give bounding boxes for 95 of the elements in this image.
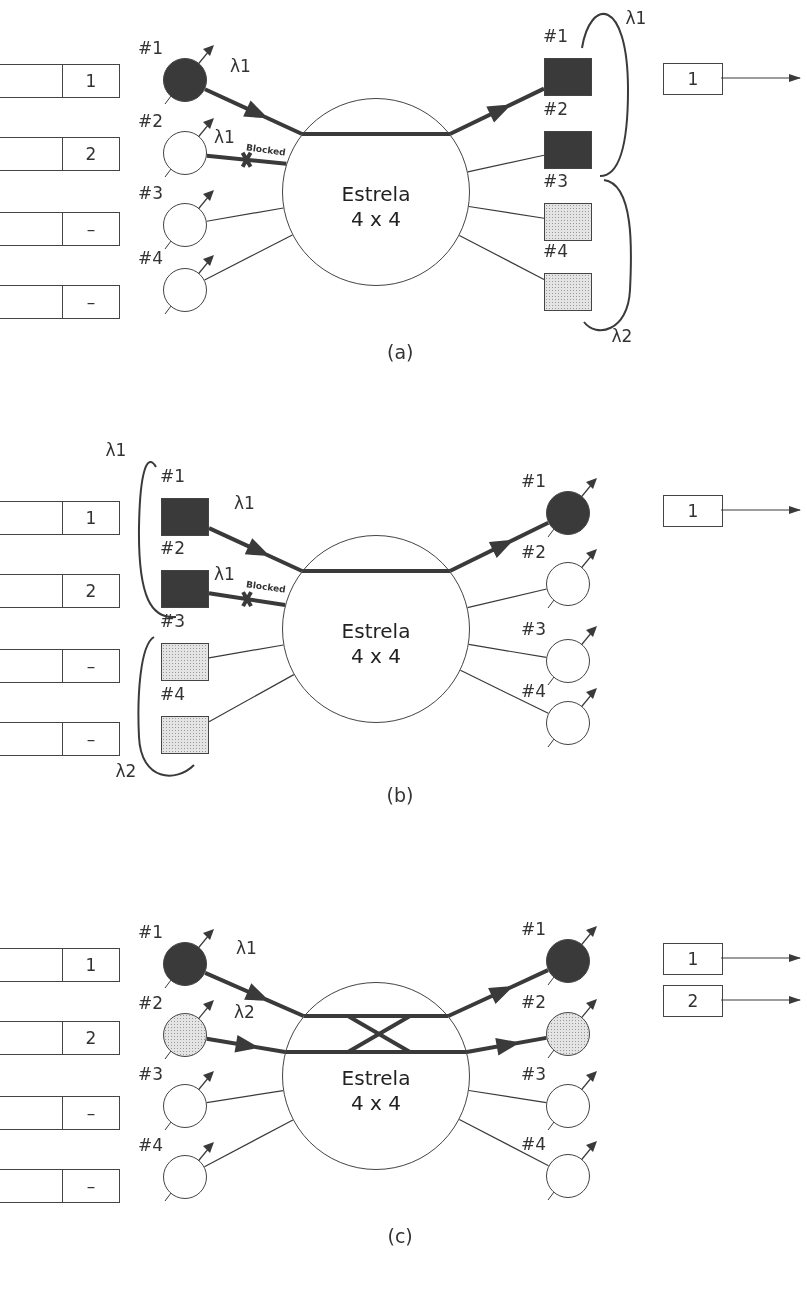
queue-label: 1 <box>84 70 98 93</box>
panel-caption: (c) <box>387 1226 413 1246</box>
queue-buffer <box>0 137 120 171</box>
node-label: #3 <box>160 611 186 631</box>
output-arrow <box>720 954 801 962</box>
edge-label: λ2 <box>234 1002 255 1022</box>
fiber-link <box>203 87 305 136</box>
queue-label: 2 <box>84 143 98 166</box>
queue-buffer <box>0 64 120 98</box>
blocked-label: Blocked <box>245 142 287 158</box>
output-arrow <box>720 506 801 514</box>
node-label: #4 <box>521 1134 547 1154</box>
queue-buffer <box>0 501 120 535</box>
queue-label: – <box>85 218 97 241</box>
node-label: #1 <box>138 38 164 58</box>
panel-caption: (b) <box>386 785 414 805</box>
output-packet: 1 <box>663 63 723 95</box>
wavelength-label: λ2 <box>611 326 633 346</box>
node-label: #4 <box>138 1135 164 1155</box>
queue-label: – <box>85 1102 97 1125</box>
node-label: #2 <box>160 538 186 558</box>
node-label: #2 <box>138 111 164 131</box>
node-label: #4 <box>543 241 569 261</box>
edge-label: λ1 <box>234 493 255 513</box>
node-label: #3 <box>138 1064 164 1084</box>
fiber-link <box>206 207 284 222</box>
fiber-link <box>204 1036 288 1054</box>
fiber-link <box>459 669 549 714</box>
queue-label: 1 <box>84 507 98 530</box>
panel-caption: (a) <box>387 342 414 362</box>
edge-label: λ1 <box>236 938 257 958</box>
output-packet: 2 <box>663 985 723 1017</box>
queue-buffer <box>0 574 120 608</box>
blocked-label: Blocked <box>245 579 287 595</box>
fiber-link <box>203 970 306 1018</box>
fiber-link <box>207 590 288 609</box>
node-label: #3 <box>521 1064 547 1084</box>
fiber-link <box>208 674 295 723</box>
output-packet: 1 <box>663 943 723 975</box>
wavelength-label: λ1 <box>625 8 647 28</box>
output-arrow <box>720 74 801 82</box>
queue-label: – <box>85 655 97 678</box>
queue-label: 2 <box>84 1027 98 1050</box>
wavelength-label: λ2 <box>115 761 137 781</box>
node-label: #4 <box>160 684 186 704</box>
fiber-link <box>300 86 546 136</box>
coupler-label: Estrela 4 x 4 <box>340 1066 412 1116</box>
fiber-link <box>468 643 547 658</box>
fiber-link <box>466 588 548 609</box>
fiber-link <box>203 1119 294 1168</box>
fiber-link <box>207 526 305 573</box>
output-arrow <box>720 996 801 1004</box>
wavelength-label: λ1 <box>105 440 127 460</box>
node-label: #1 <box>160 466 186 486</box>
fiber-link <box>206 1090 284 1104</box>
node-label: #1 <box>138 922 164 942</box>
queue-label: – <box>85 728 97 751</box>
coupler-label: Estrela 4 x 4 <box>340 182 412 232</box>
node-label: #3 <box>138 183 164 203</box>
node-label: #2 <box>138 993 164 1013</box>
edge-label: λ1 <box>230 56 251 76</box>
queue-label: 1 <box>84 954 98 977</box>
node-label: #4 <box>138 248 164 268</box>
fiber-link <box>458 1118 550 1167</box>
queue-label: – <box>85 1175 97 1198</box>
node-label: #1 <box>521 919 547 939</box>
node-label: #2 <box>543 99 569 119</box>
node-label: #1 <box>543 26 569 46</box>
queue-buffer <box>0 1096 120 1130</box>
fiber-link <box>468 1089 547 1104</box>
node-label: #2 <box>521 992 547 1012</box>
node-label: #2 <box>521 542 547 562</box>
fiber-link <box>208 644 284 659</box>
queue-buffer <box>0 722 120 756</box>
coupler-label: Estrela 4 x 4 <box>340 619 412 669</box>
queue-buffer <box>0 1169 120 1203</box>
queue-label: 2 <box>84 580 98 603</box>
queue-buffer <box>0 649 120 683</box>
queue-buffer <box>0 1021 120 1055</box>
edge-label: λ1 <box>214 127 235 147</box>
fiber-link <box>467 154 545 173</box>
node-label: #1 <box>521 471 547 491</box>
queue-buffer <box>0 948 120 982</box>
fiber-link <box>203 234 293 281</box>
output-packet: 1 <box>663 495 723 527</box>
fiber-link <box>300 520 551 573</box>
fiber-link <box>458 234 545 281</box>
node-label: #4 <box>521 681 547 701</box>
fiber-link <box>468 205 545 219</box>
node-label: #3 <box>543 171 569 191</box>
queue-buffer <box>0 285 120 319</box>
node-label: #3 <box>521 619 547 639</box>
queue-buffer <box>0 212 120 246</box>
edge-label: λ1 <box>214 564 235 584</box>
queue-label: – <box>85 291 97 314</box>
